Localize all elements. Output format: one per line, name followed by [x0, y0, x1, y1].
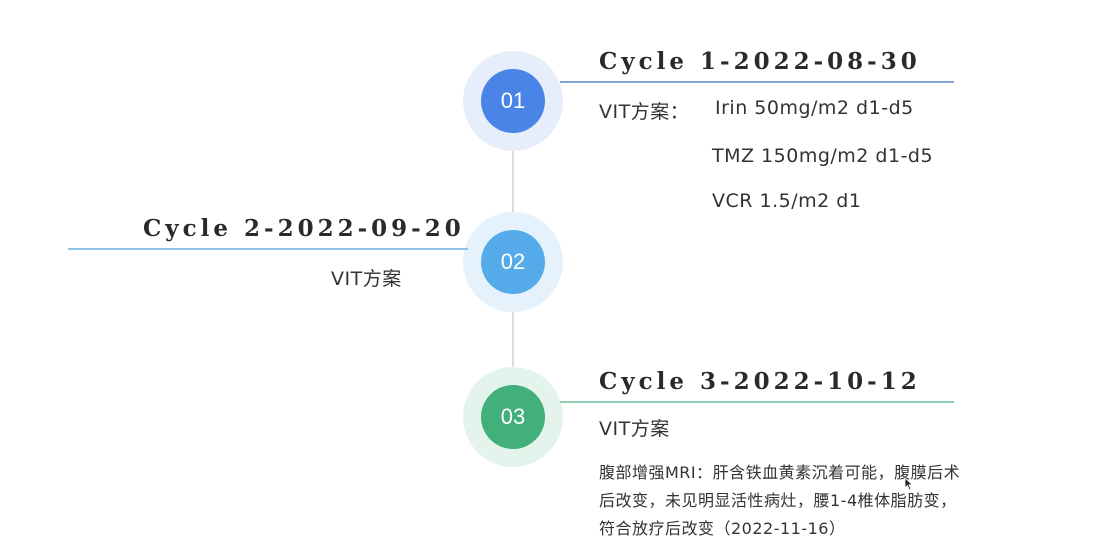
node-01-number: 01 — [500, 88, 526, 113]
cycle-2-regimen-label: VIT方案 — [331, 268, 402, 290]
node-02-circle: 02 — [481, 230, 545, 294]
node-01-line — [560, 81, 954, 83]
cycle-1-regimen-line-1: Irin 50mg/m2 d1-d5 — [715, 97, 914, 119]
node-01-halo: 01 — [463, 51, 563, 151]
cycle-1-title: Cycle 1-2022-08-30 — [599, 48, 921, 75]
node-03-line — [560, 401, 954, 403]
cycle-3-note-line-2: 后改变，未见明显活性病灶，腰1-4椎体脂肪变， — [599, 491, 957, 510]
mouse-pointer-icon — [904, 477, 914, 491]
node-02-number: 02 — [500, 249, 526, 274]
cycle-3-note-line-3: 符合放疗后改变（2022-11-16） — [599, 519, 846, 538]
node-01-circle: 01 — [481, 69, 545, 133]
node-02-halo: 02 — [463, 212, 563, 312]
node-03-circle: 03 — [481, 385, 545, 449]
node-02-line — [68, 248, 468, 250]
cycle-3-note-line-1: 腹部增强MRI：肝含铁血黄素沉着可能，腹膜后术 — [599, 463, 961, 482]
node-03-halo: 03 — [463, 367, 563, 467]
cycle-2-title: Cycle 2-2022-09-20 — [143, 215, 465, 242]
node-03-number: 03 — [500, 404, 526, 429]
cycle-3-regimen-label: VIT方案 — [599, 418, 670, 440]
cycle-3-title: Cycle 3-2022-10-12 — [599, 368, 921, 395]
cycle-1-regimen-line-3: VCR 1.5/m2 d1 — [712, 190, 862, 212]
cycle-1-regimen-line-2: TMZ 150mg/m2 d1-d5 — [712, 145, 934, 167]
cycle-1-regimen-label: VIT方案： — [599, 101, 690, 123]
